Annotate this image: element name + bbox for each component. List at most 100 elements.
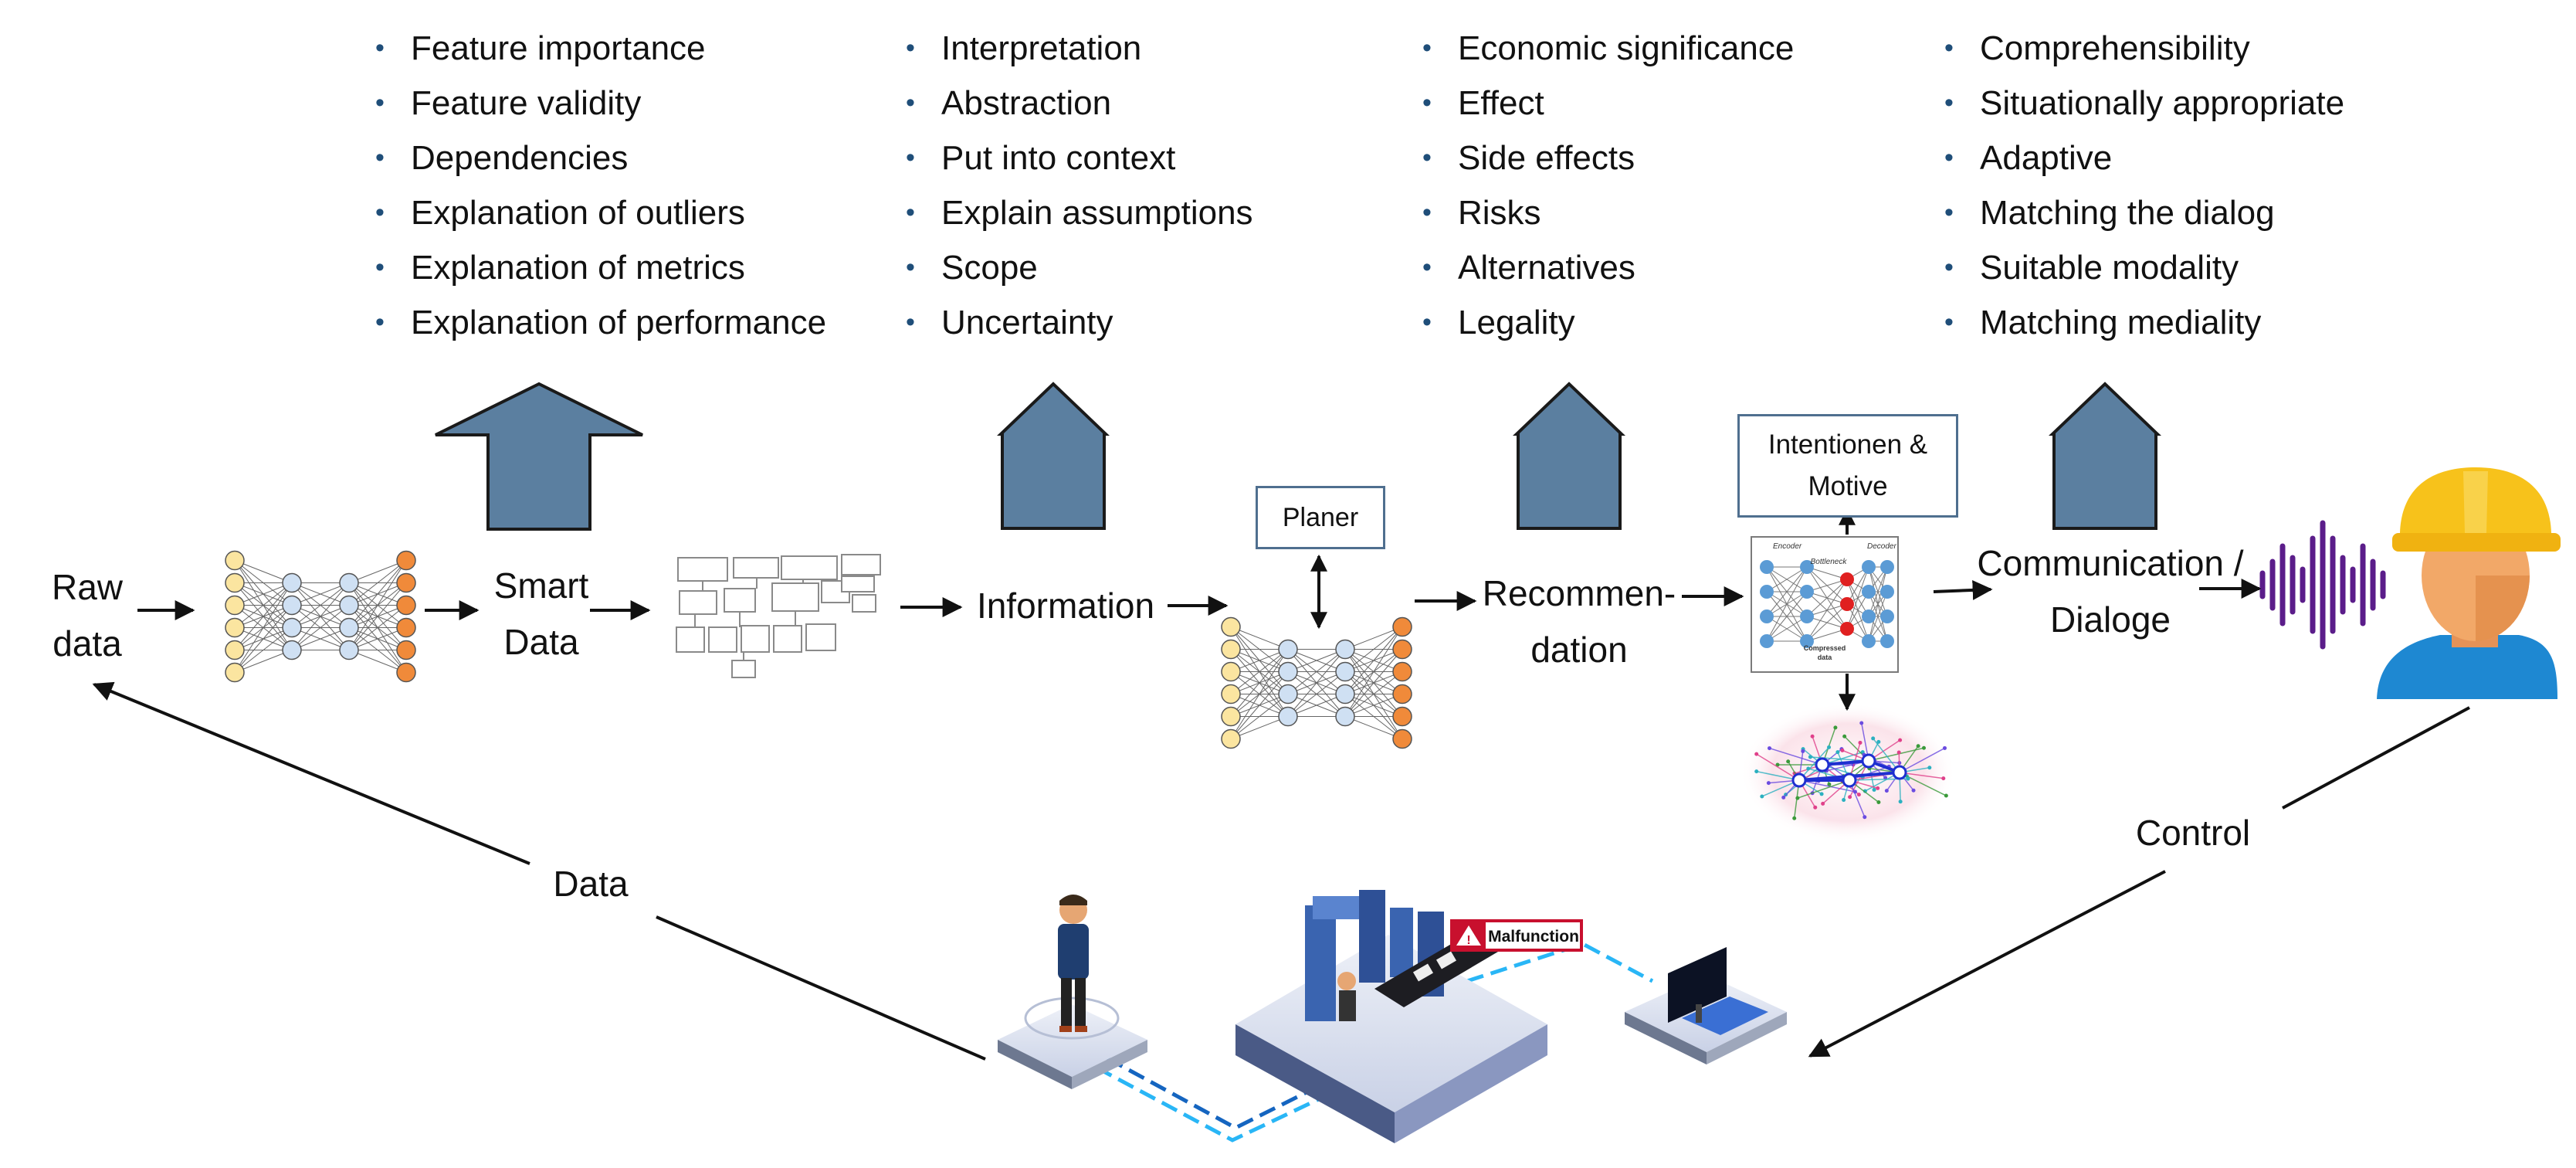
ae-node	[1760, 585, 1774, 599]
nn-node	[225, 662, 245, 683]
bottleneck-label: Bottleneck	[1811, 558, 1848, 566]
nn-node	[396, 640, 416, 660]
list-item: •Alternatives	[1422, 249, 1635, 287]
data-label: Data	[553, 864, 629, 904]
planer-box: Planer	[1256, 486, 1385, 549]
nn-node	[1392, 728, 1412, 749]
control-arrow	[1808, 870, 2166, 1058]
information-label: Information	[976, 586, 1155, 626]
nn-node	[225, 617, 245, 638]
list-item: •Abstraction	[906, 84, 1112, 122]
ae-node	[1880, 560, 1894, 574]
nn-node	[396, 617, 416, 638]
ae-node	[1880, 585, 1894, 599]
nn-node	[1392, 684, 1412, 705]
nn-node	[1278, 661, 1298, 682]
list-item: •Matching mediality	[1944, 304, 2262, 341]
list-item: •Suitable modality	[1944, 249, 2239, 287]
nn-node	[1392, 639, 1412, 660]
knowledge-graph-icon	[1740, 703, 1956, 842]
nn-node	[396, 550, 416, 571]
nn-node	[225, 572, 245, 593]
ae-node	[1800, 609, 1814, 623]
list-item: •Matching the dialog	[1944, 194, 2275, 232]
compressed-label: Compressed	[1804, 644, 1846, 652]
list-item: •Interpretation	[906, 29, 1142, 67]
flow-arrow	[1933, 579, 1993, 600]
nn-node	[1335, 661, 1355, 682]
compressed-label: data	[1818, 654, 1833, 661]
nn-node	[282, 640, 302, 660]
nn-node	[1392, 616, 1412, 637]
svg-text:!: !	[1466, 934, 1470, 947]
list-item: •Situationally appropriate	[1944, 84, 2345, 122]
list-item: •Explanation of performance	[375, 304, 827, 341]
nn-node	[1278, 639, 1298, 660]
nn-node	[1221, 616, 1241, 637]
up-arrow-icon	[2049, 382, 2161, 530]
data-feedback-line	[656, 915, 986, 1061]
ae-node	[1862, 609, 1876, 623]
nn-node	[1221, 706, 1241, 727]
class-diagram-icon	[676, 554, 881, 678]
malfunction-label: Malfunction	[1488, 928, 1579, 946]
list-item: •Dependencies	[375, 139, 629, 177]
data-feedback-arrow	[92, 681, 530, 865]
control-line	[2282, 706, 2470, 810]
list-item: •Adaptive	[1944, 139, 2113, 177]
nn-node	[339, 595, 359, 616]
ae-node	[1760, 609, 1774, 623]
intentions-box: Intentionen & Motive	[1737, 414, 1958, 518]
nn-node	[1335, 639, 1355, 660]
nn-node	[225, 595, 245, 616]
ae-node	[1760, 634, 1774, 648]
nn-node	[282, 617, 302, 638]
list-item: •Risks	[1422, 194, 1541, 232]
nn-node	[1221, 728, 1241, 749]
list-item: •Explanation of outliers	[375, 194, 745, 232]
ae-node	[1862, 634, 1876, 648]
list-recommendation: •Economic significance •Effect •Side eff…	[1418, 21, 1794, 350]
nn-node	[225, 550, 245, 571]
list-item: •Feature importance	[371, 21, 826, 76]
decoder-label: Decoder	[1867, 542, 1896, 551]
list-item: •Legality	[1422, 304, 1575, 341]
nn-node	[396, 595, 416, 616]
list-item: •Scope	[906, 249, 1038, 287]
ae-node	[1840, 597, 1854, 611]
nn-node	[339, 640, 359, 660]
ae-node	[1760, 560, 1774, 574]
list-item: •Explanation of metrics	[375, 249, 745, 287]
list-item: •Explain assumptions	[906, 194, 1253, 232]
ae-node	[1862, 560, 1876, 574]
list-item: •Feature validity	[375, 84, 642, 122]
ae-node	[1800, 585, 1814, 599]
nn-node	[282, 595, 302, 616]
up-arrow-icon	[1513, 382, 1625, 530]
ae-node	[1840, 572, 1854, 586]
sound-wave-icon	[2259, 520, 2386, 650]
terminal-platform	[1625, 947, 1787, 1064]
list-communication: •Comprehensibility •Situationally approp…	[1940, 21, 2344, 350]
ae-node	[1800, 634, 1814, 648]
list-item: •Economic significance	[1422, 29, 1795, 67]
up-arrow-icon	[997, 382, 1110, 530]
ae-node	[1840, 622, 1854, 636]
nn-node	[1335, 684, 1355, 705]
ae-node	[1800, 560, 1814, 574]
malfunction-alert: ! Malfunction	[1450, 919, 1583, 952]
list-item: •Comprehensibility	[1944, 29, 2250, 67]
encoder-label: Encoder	[1773, 542, 1802, 551]
neural-network-icon	[225, 550, 416, 683]
worker-avatar	[2377, 467, 2561, 699]
nn-node	[282, 572, 302, 593]
control-label: Control	[2135, 813, 2251, 853]
nn-node	[396, 662, 416, 683]
nn-node	[1278, 706, 1298, 727]
list-data-quality: •Feature importance •Feature validity •D…	[371, 21, 826, 350]
recommendation-label: Recommen-dation	[1482, 573, 1676, 670]
list-item: •Side effects	[1422, 139, 1635, 177]
